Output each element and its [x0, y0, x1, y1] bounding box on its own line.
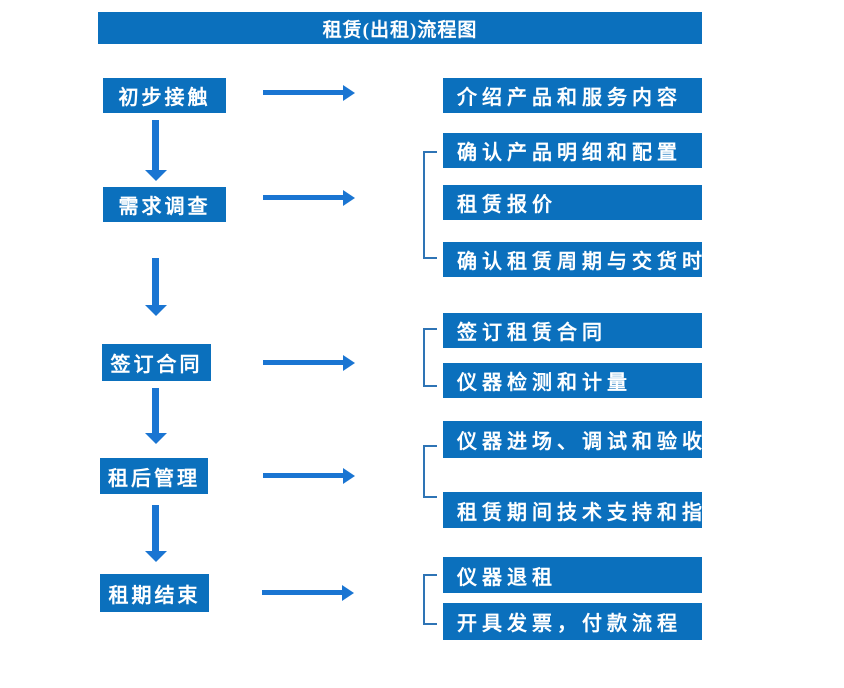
detail-box-confirm-period-delivery: 确认租赁周期与交货时间 — [443, 242, 702, 277]
detail-box-rental-quote: 租赁报价 — [443, 185, 702, 220]
detail-box-instrument-testing: 仪器检测和计量 — [443, 363, 702, 398]
group-bracket-rental-end — [423, 574, 437, 625]
detail-box-instrument-return: 仪器退租 — [443, 557, 702, 593]
arrow-shaft — [152, 505, 159, 552]
arrow-head-icon — [145, 433, 167, 444]
detail-box-confirm-product-config: 确认产品明细和配置 — [443, 133, 702, 168]
arrow-shaft — [263, 360, 344, 365]
arrow-head-icon — [343, 190, 355, 206]
arrow-head-icon — [145, 305, 167, 316]
arrow-head-icon — [343, 355, 355, 371]
arrow-shaft — [263, 195, 344, 200]
flowchart-title: 租赁(出租)流程图 — [322, 19, 478, 41]
detail-box-sign-rental-contract: 签订租赁合同 — [443, 313, 702, 348]
arrow-shaft — [263, 473, 344, 478]
arrow-head-icon — [145, 170, 167, 181]
arrow-head-icon — [343, 468, 355, 484]
group-bracket-post-rental — [423, 445, 437, 498]
arrow-shaft — [152, 388, 159, 434]
arrow-head-icon — [145, 551, 167, 562]
detail-box-technical-support: 租赁期间技术支持和指导 — [443, 492, 702, 528]
group-bracket-demand-survey — [423, 151, 437, 259]
detail-box-instrument-setup-acceptance: 仪器进场、调试和验收 — [443, 421, 702, 458]
arrow-head-icon — [342, 585, 354, 601]
down-arrow-4 — [145, 505, 167, 562]
detail-box-introduce-products: 介绍产品和服务内容 — [443, 78, 702, 113]
down-arrow-3 — [145, 388, 167, 444]
arrow-shaft — [152, 120, 159, 171]
detail-box-invoice-payment: 开具发票，付款流程 — [443, 603, 702, 640]
down-arrow-2 — [145, 258, 167, 316]
right-arrow-5 — [262, 585, 354, 601]
arrow-shaft — [263, 90, 344, 95]
arrow-head-icon — [343, 85, 355, 101]
right-arrow-1 — [263, 85, 355, 101]
arrow-shaft — [262, 590, 343, 595]
right-arrow-2 — [263, 190, 355, 206]
step-box-demand-survey: 需求调查 — [103, 187, 226, 222]
step-box-post-rental-management: 租后管理 — [100, 458, 208, 494]
arrow-shaft — [152, 258, 159, 306]
step-box-initial-contact: 初步接触 — [103, 78, 226, 113]
step-box-sign-contract: 签订合同 — [102, 344, 211, 381]
group-bracket-sign-contract — [423, 328, 437, 387]
right-arrow-3 — [263, 355, 355, 371]
step-box-rental-end: 租期结束 — [100, 574, 209, 612]
flowchart-title-bar: 租赁(出租)流程图 — [98, 12, 702, 44]
down-arrow-1 — [145, 120, 167, 181]
right-arrow-4 — [263, 468, 355, 484]
